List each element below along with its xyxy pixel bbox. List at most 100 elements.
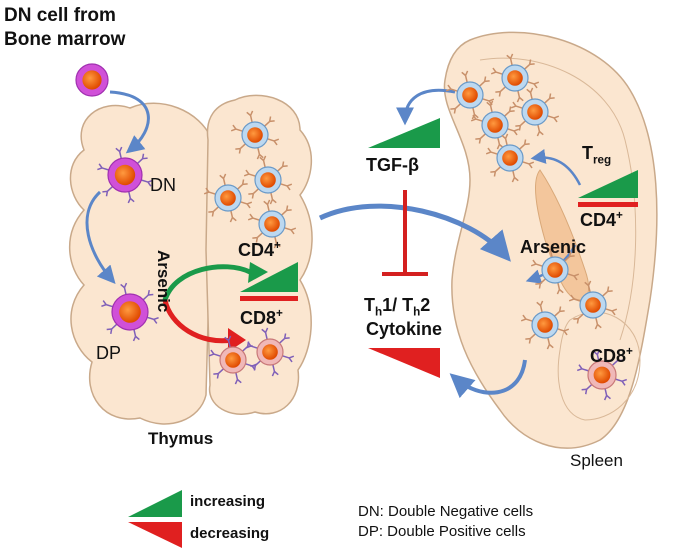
cell-receptor-tip: [528, 59, 535, 66]
source-title-line1: DN cell from: [4, 5, 116, 26]
pink-cell: [208, 335, 258, 385]
arrow-cytokine-to-spleen: [449, 359, 527, 399]
cell-receptor-tip: [515, 124, 522, 131]
thymus-cd4-increase-triangle: [240, 262, 298, 292]
cell-receptor: [250, 345, 258, 349]
cell-receptor: [602, 290, 609, 297]
arrow-spleen-to-tgf: [396, 88, 456, 126]
cell-receptor: [504, 138, 508, 146]
cell-receptor-tip: [506, 53, 514, 60]
cell-receptor-tip: [483, 76, 490, 83]
source-title-line2: Bone marrow: [4, 29, 126, 50]
legend-decreasing-label: decreasing: [190, 525, 270, 542]
cell-receptor: [136, 158, 144, 164]
cell-nucleus: [114, 164, 136, 186]
cell-receptor-tip: [106, 328, 113, 335]
cell-receptor: [499, 86, 506, 93]
cell-receptor-tip: [273, 138, 280, 146]
cell-receptor: [539, 278, 546, 285]
cell-receptor: [284, 227, 292, 231]
cell-receptor-tip: [248, 192, 255, 199]
arrow-spleen-cd4-treg: [530, 149, 582, 186]
cell-receptor: [507, 128, 515, 132]
cell-receptor: [105, 303, 114, 308]
cell-receptor: [464, 75, 468, 83]
cell-nucleus: [487, 117, 503, 133]
legend-decrease-triangle: [128, 522, 182, 548]
blue-cell: [490, 53, 540, 103]
cell-nucleus: [537, 317, 553, 333]
cell-receptor: [227, 340, 231, 348]
arsenic-red-arrowhead: [228, 328, 246, 352]
spleen-inner-line: [479, 57, 637, 341]
cell-receptor-tip: [208, 349, 215, 357]
cell-receptor-tip: [252, 236, 259, 243]
cell-nucleus: [260, 172, 276, 188]
cell-receptor: [252, 188, 259, 195]
spleen-inner-bulge: [557, 311, 641, 421]
cell-receptor-tip: [621, 378, 628, 386]
cell-receptor: [581, 368, 589, 372]
cell-receptor-tip: [290, 227, 297, 235]
cell-receptor: [544, 97, 551, 104]
cell-receptor-tip: [535, 282, 542, 289]
cell-receptor: [249, 115, 253, 123]
blue-cell: [520, 300, 570, 350]
cell-receptor: [472, 107, 476, 115]
blue-cell: [445, 70, 495, 120]
cell-receptor: [573, 298, 581, 302]
cell-receptor-tip: [568, 294, 575, 302]
dn-label: DN: [150, 175, 176, 195]
cell-receptor: [479, 133, 486, 140]
spleen-arsenic-label: Arsenic: [520, 237, 587, 257]
cell-receptor: [240, 201, 248, 205]
cell-receptor-tip: [510, 101, 517, 109]
cytokine-decrease-triangle: [368, 348, 440, 378]
cell-receptor-tip: [243, 169, 250, 177]
cell-receptor: [595, 317, 599, 325]
cell-receptor-tip: [230, 124, 237, 132]
definition-dn: DN: Double Negative cells: [358, 503, 534, 520]
cell-receptor: [212, 206, 219, 213]
cell-receptor: [604, 388, 608, 396]
cell-receptor-tip: [153, 316, 159, 324]
cell-receptor-tip: [450, 107, 457, 114]
dp-label: DP: [96, 343, 122, 363]
cell-receptor: [106, 186, 114, 192]
cell-receptor-tip: [536, 300, 544, 307]
cell-receptor-tip: [511, 176, 519, 183]
cell-receptor: [282, 355, 290, 359]
cell-receptor-tip: [147, 289, 154, 296]
cell-receptor: [557, 282, 561, 290]
cell-receptor: [281, 209, 288, 216]
cell-receptor: [101, 167, 109, 171]
cell-receptor-tip: [97, 163, 103, 171]
cell-receptor: [605, 308, 613, 312]
cell-receptor: [577, 313, 584, 320]
cell-receptor-tip: [603, 394, 611, 401]
arrow-dn-to-dp: [85, 190, 116, 285]
cell-receptor: [217, 368, 224, 375]
cell-nucleus: [527, 104, 543, 120]
cell-nucleus: [119, 301, 141, 323]
cell-receptor: [450, 88, 458, 92]
cell-receptor: [515, 105, 523, 109]
cell-nucleus: [82, 70, 102, 90]
cell-receptor-tip: [445, 84, 452, 92]
cell-receptor: [267, 138, 275, 142]
cell-nucleus: [585, 297, 601, 313]
cell-receptor: [248, 173, 256, 177]
cell-receptor: [262, 160, 266, 168]
cell-receptor: [504, 110, 511, 117]
blue-cell: [530, 245, 580, 295]
cell-receptor-tip: [241, 179, 248, 186]
cell-nucleus: [507, 70, 523, 86]
cell-receptor-tip: [285, 205, 292, 212]
cell-receptor: [497, 137, 501, 145]
pink-cell: [245, 327, 295, 377]
cell-receptor-tip: [556, 288, 564, 295]
cell-receptor: [564, 255, 571, 262]
cell-receptor-tip: [563, 328, 570, 336]
spleen-treg-increase-triangle: [578, 170, 638, 198]
